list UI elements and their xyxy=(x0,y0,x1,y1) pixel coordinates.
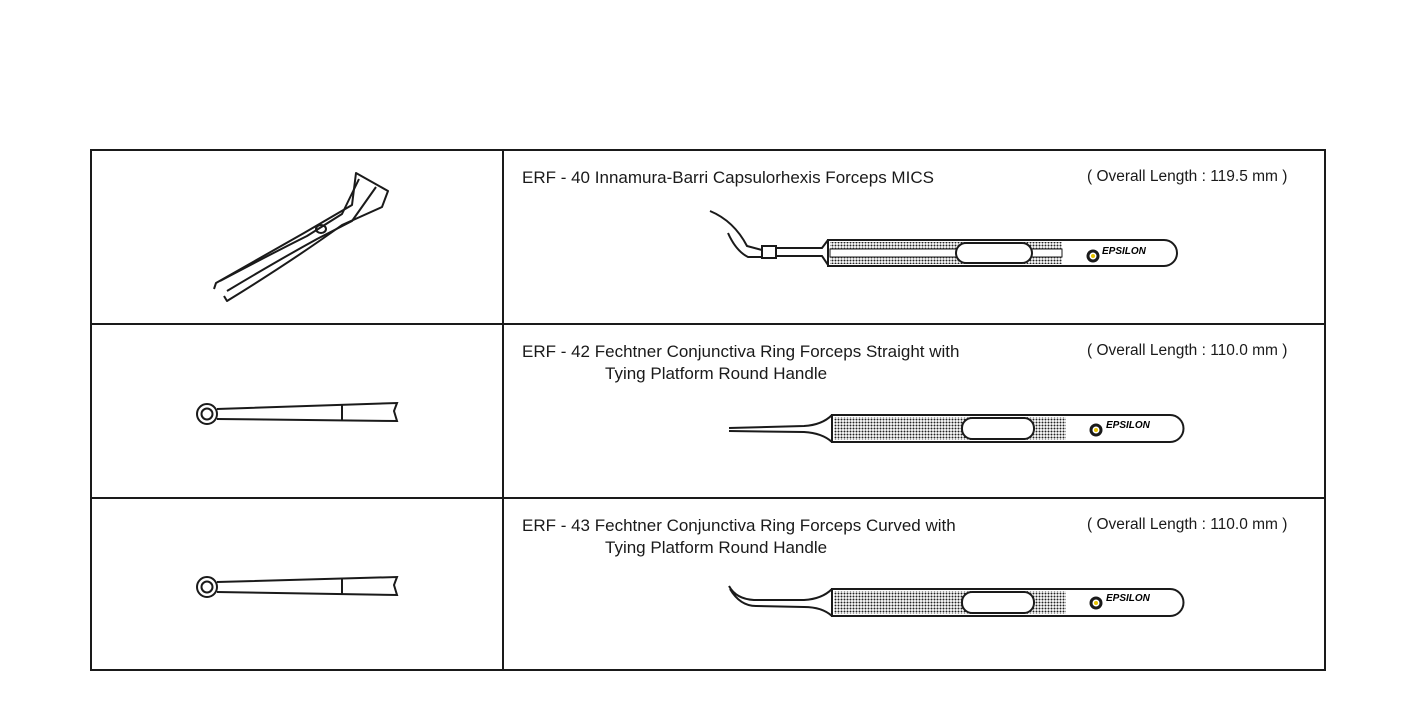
product-table: ERF - 40 Innamura-Barri Capsulorhexis Fo… xyxy=(90,149,1326,671)
tip-detail-drawing xyxy=(213,172,389,302)
svg-text:EPSILON: EPSILON xyxy=(1102,246,1147,257)
svg-text:EPSILON: EPSILON xyxy=(1106,593,1151,604)
tip-detail-drawing xyxy=(196,575,399,598)
tip-detail-cell xyxy=(92,151,504,323)
product-info-cell: ERF - 40 Innamura-Barri Capsulorhexis Fo… xyxy=(504,151,1324,323)
overall-length: ( Overall Length : 119.5 mm ) xyxy=(1087,168,1288,185)
instrument-drawing: EPSILON xyxy=(709,210,1178,267)
product-info-cell: ERF - 42 Fechtner Conjunctiva Ring Force… xyxy=(504,325,1324,497)
product-title: ERF - 40 Innamura-Barri Capsulorhexis Fo… xyxy=(522,168,934,187)
svg-text:EPSILON: EPSILON xyxy=(1106,420,1151,431)
epsilon-logo: EPSILON xyxy=(1086,246,1147,263)
tip-detail-cell xyxy=(92,325,504,497)
overall-length: ( Overall Length : 110.0 mm ) xyxy=(1087,342,1288,359)
product-title: ERF - 43 Fechtner Conjunctiva Ring Force… xyxy=(522,516,956,557)
instrument-drawing: EPSILON xyxy=(728,414,1185,443)
tip-detail-cell xyxy=(92,499,504,671)
product-row: ERF - 40 Innamura-Barri Capsulorhexis Fo… xyxy=(92,151,1324,325)
product-row: ERF - 43 Fechtner Conjunctiva Ring Force… xyxy=(92,499,1324,671)
product-info-cell: ERF - 43 Fechtner Conjunctiva Ring Force… xyxy=(504,499,1324,671)
overall-length: ( Overall Length : 110.0 mm ) xyxy=(1087,516,1288,533)
product-title: ERF - 42 Fechtner Conjunctiva Ring Force… xyxy=(522,342,960,383)
epsilon-logo: EPSILON xyxy=(1089,593,1151,610)
tip-detail-drawing xyxy=(196,401,399,425)
product-row: ERF - 42 Fechtner Conjunctiva Ring Force… xyxy=(92,325,1324,499)
epsilon-logo: EPSILON xyxy=(1089,420,1151,437)
instrument-drawing: EPSILON xyxy=(728,585,1185,617)
